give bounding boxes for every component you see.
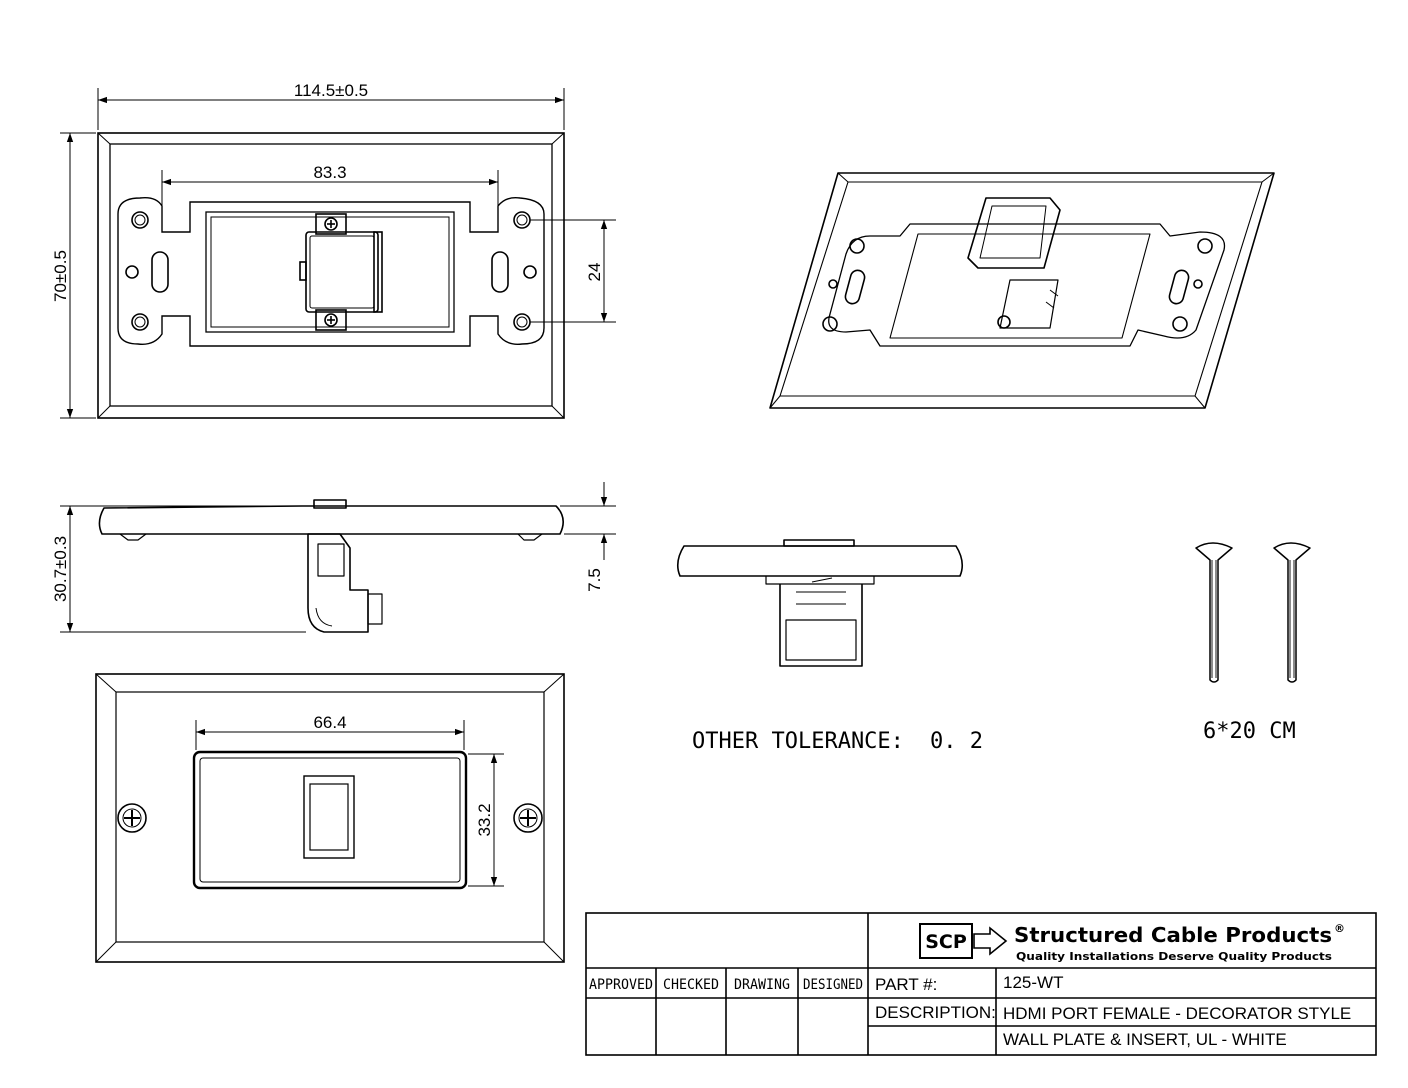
side-view [98, 499, 564, 633]
dim-overall-height: 70±0.5 [51, 250, 70, 302]
part-label: PART #: [875, 975, 937, 994]
signoff-approved: APPROVED [589, 977, 653, 993]
dim-plate-depth: 7.5 [585, 568, 604, 592]
decorator-insert [192, 750, 468, 890]
dim-overall-depth: 30.7±0.3 [51, 536, 70, 602]
rear-view-dimensions [195, 720, 504, 887]
registered-mark: ® [1334, 922, 1345, 935]
company-slogan: Quality Installations Deserve Quality Pr… [1016, 950, 1332, 963]
front-view-dimensions [60, 88, 616, 419]
dim-insert-width: 66.4 [313, 713, 346, 732]
title-block [585, 912, 1377, 1056]
description-label: DESCRIPTION: [875, 1003, 996, 1022]
front-view [97, 132, 565, 419]
tolerance-value: 0. 2 [930, 729, 983, 754]
dim-mount-hole-spacing: 83.3 [313, 163, 346, 182]
dim-hole-vertical-spacing: 24 [585, 263, 604, 282]
company-name: Structured Cable Products [1014, 923, 1332, 947]
description-line-2: WALL PLATE & INSERT, UL - WHITE [1003, 1030, 1287, 1049]
mounting-frame [117, 196, 545, 347]
iso-mounting-frame [828, 223, 1226, 347]
screw-spec: 6*20 CM [1203, 719, 1296, 744]
signoff-checked: CHECKED [663, 977, 719, 993]
dim-overall-width: 114.5±0.5 [294, 81, 368, 100]
end-view [676, 539, 964, 667]
dim-insert-height: 33.2 [475, 803, 494, 836]
side-view-dimensions [60, 482, 616, 633]
rear-view [95, 673, 565, 963]
logo-text: SCP [925, 931, 967, 953]
signoff-drawing: DRAWING [734, 977, 790, 993]
description-line-1: HDMI PORT FEMALE - DECORATOR STYLE [1003, 1004, 1351, 1023]
screws [1195, 542, 1311, 683]
part-value: 125-WT [1003, 973, 1063, 992]
screw-right [1273, 542, 1311, 683]
screw-left [1195, 542, 1233, 683]
signoff-designed: DESIGNED [803, 977, 863, 993]
tolerance-label: OTHER TOLERANCE: [692, 729, 904, 754]
isometric-view [769, 172, 1275, 409]
